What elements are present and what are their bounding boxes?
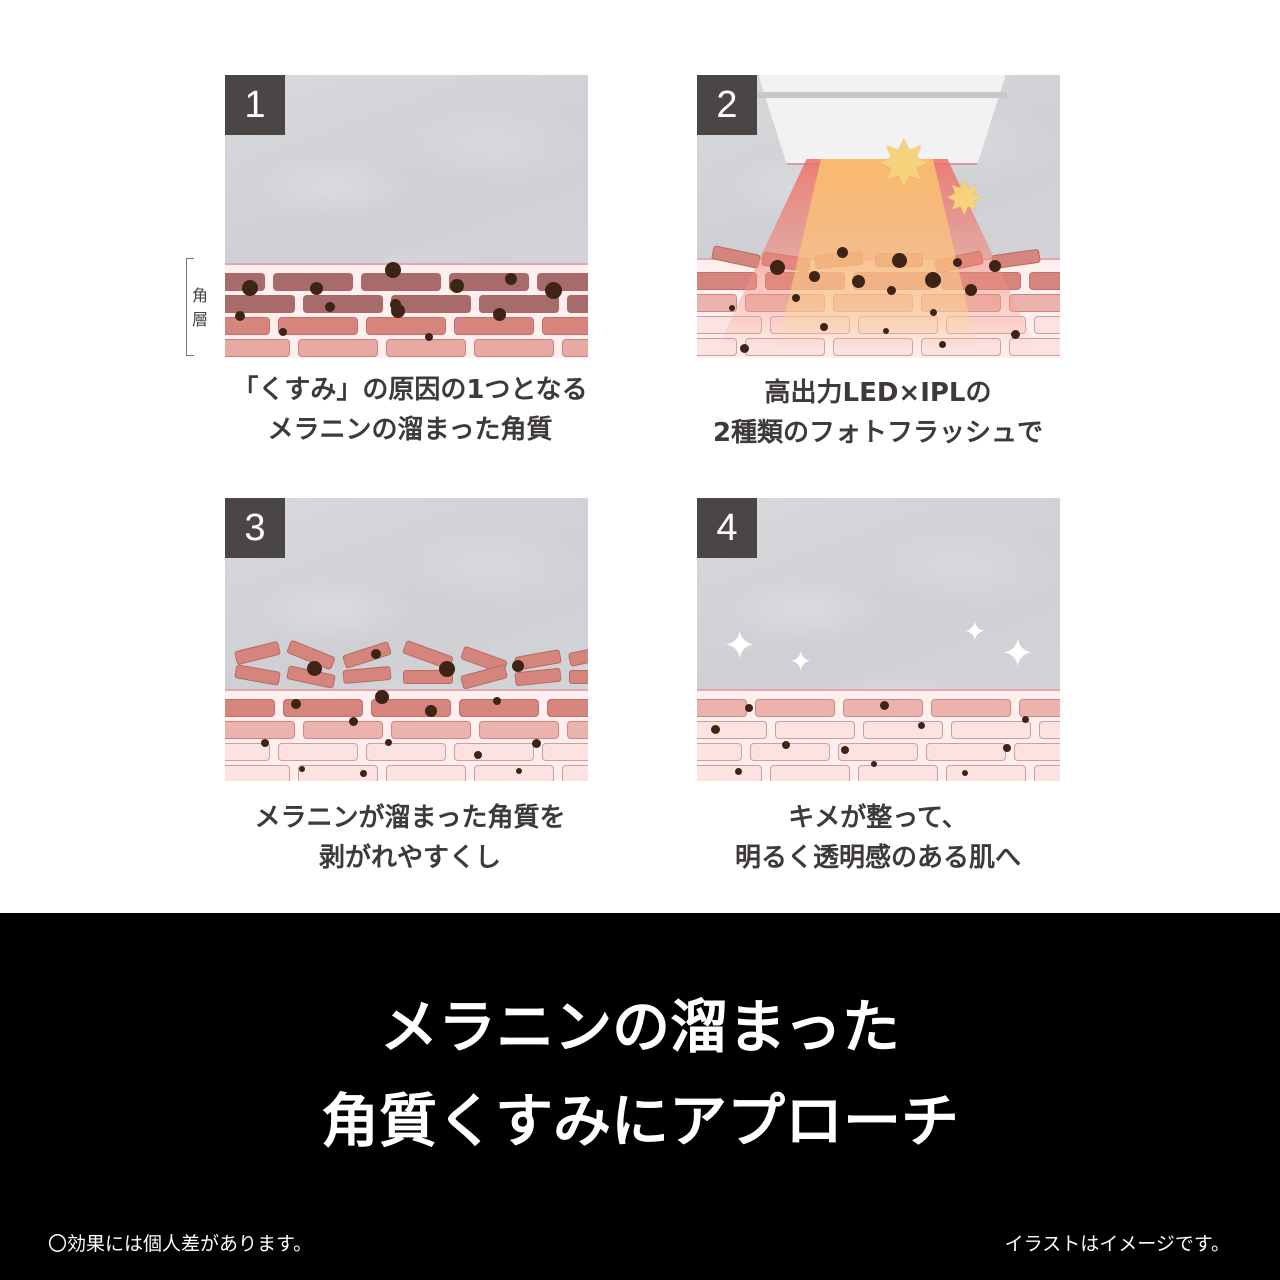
sparkle-icon: ✦ (789, 645, 813, 678)
melanin-dot (532, 739, 541, 748)
melanin-dot (925, 272, 941, 288)
melanin-dot (349, 717, 358, 726)
melanin-dot (740, 344, 749, 353)
melanin-dot (989, 260, 1001, 272)
melanin-dot (279, 328, 287, 336)
brick-row (697, 743, 1060, 761)
melanin-dot (375, 690, 389, 704)
brick-row (225, 721, 588, 739)
brick-row (697, 721, 1060, 739)
step-number-badge: 3 (225, 498, 285, 558)
melanin-dot (385, 739, 392, 746)
step-number-badge: 2 (697, 75, 757, 135)
step-4-caption: キメが整って、 明るく透明感のある肌へ (734, 803, 1021, 873)
brick-row (225, 339, 588, 357)
melanin-dot (883, 328, 889, 334)
melanin-dot (425, 333, 433, 341)
melanin-dot (391, 304, 405, 318)
headline-band: メラニンの溜まった 角質くすみにアプローチ 〇効果には個人差があります。 イラス… (0, 913, 1280, 1280)
brick-row (697, 765, 1060, 781)
melanin-dot (930, 309, 937, 316)
footnote-individual-results: 〇効果には個人差があります。 (48, 1233, 313, 1255)
melanin-dot (729, 305, 735, 311)
step-2-illustration: ✸ ✸ 2 (697, 75, 1060, 358)
flash-burst-icon: ✸ (877, 128, 931, 202)
melanin-dot (918, 722, 925, 729)
melanin-dot (505, 273, 517, 285)
melanin-dot (809, 271, 820, 282)
melanin-dot (439, 661, 455, 677)
melanin-dot (291, 699, 301, 709)
melanin-dot (425, 705, 437, 717)
melanin-dot (880, 701, 889, 710)
melanin-dot (545, 282, 562, 299)
sparkle-icon: ✦ (1001, 631, 1035, 677)
sparkle-icon: ✦ (723, 623, 757, 669)
step-number-badge: 1 (225, 75, 285, 135)
stratum-corneum-layer (225, 263, 588, 358)
melanin-dot (474, 751, 482, 759)
melanin-dot (310, 282, 323, 295)
melanin-dot (1011, 330, 1020, 339)
step-4-illustration: ✦ ✦ ✦ ✦ 4 (697, 498, 1060, 781)
melanin-dot (242, 280, 258, 296)
step-3-caption: メラニンが溜まった角質を 剥がれやすくし (254, 803, 566, 873)
step-1-caption: 「くすみ」の原因の1つとなる メラニンの溜まった角質 (232, 375, 588, 445)
stratum-corneum-label: 角 層 (186, 258, 216, 356)
melanin-dot (1003, 744, 1011, 752)
melanin-dot (953, 258, 962, 267)
melanin-dot (745, 704, 753, 712)
melanin-dot (235, 311, 245, 321)
melanin-dot (299, 766, 305, 772)
brick-row (225, 743, 588, 761)
melanin-dot (325, 302, 335, 312)
melanin-dot (307, 661, 322, 676)
headline: メラニンの溜まった 角質くすみにアプローチ (320, 993, 959, 1155)
melanin-dot (892, 253, 907, 268)
melanin-dot (360, 770, 367, 777)
step-3-illustration: 3 (225, 498, 588, 781)
brick-row (225, 273, 588, 291)
smooth-skin-layers (697, 689, 1060, 781)
melanin-dot (820, 323, 828, 331)
step-number-badge: 4 (697, 498, 757, 558)
melanin-dot (493, 308, 506, 321)
melanin-dot (516, 768, 522, 774)
melanin-dot (841, 746, 849, 754)
melanin-dot (770, 260, 785, 275)
melanin-dot (261, 739, 269, 747)
brick-row (225, 295, 588, 313)
flash-burst-icon: ✸ (945, 171, 984, 225)
step-2-caption: 高出力LED×IPLの 2種類のフォトフラッシュで (712, 378, 1044, 448)
peeling-flake (569, 670, 588, 684)
melanin-dot (871, 761, 877, 767)
step-1-illustration: 1 (225, 75, 588, 358)
melanin-dot (735, 768, 742, 775)
footnote-illustration-disclaimer: イラストはイメージです。 (1004, 1233, 1230, 1255)
melanin-dot (385, 262, 401, 278)
sparkle-icon: ✦ (963, 615, 987, 648)
melanin-dot (837, 247, 848, 258)
melanin-dot (512, 660, 524, 672)
melanin-dot (965, 284, 977, 296)
melanin-dot (493, 697, 501, 705)
melanin-dot (792, 294, 800, 302)
skin-layers (225, 689, 588, 781)
melanin-dot (371, 649, 381, 659)
device-stripe (757, 92, 1007, 98)
melanin-dot (711, 725, 720, 734)
brick-row (225, 765, 588, 781)
melanin-dot (962, 770, 968, 776)
melanin-dot (852, 275, 865, 288)
melanin-dot (450, 279, 464, 293)
melanin-dot (782, 741, 790, 749)
melanin-dot (939, 341, 946, 348)
melanin-dot (1022, 716, 1029, 723)
brick-row (225, 699, 588, 717)
melanin-dot (887, 286, 896, 295)
